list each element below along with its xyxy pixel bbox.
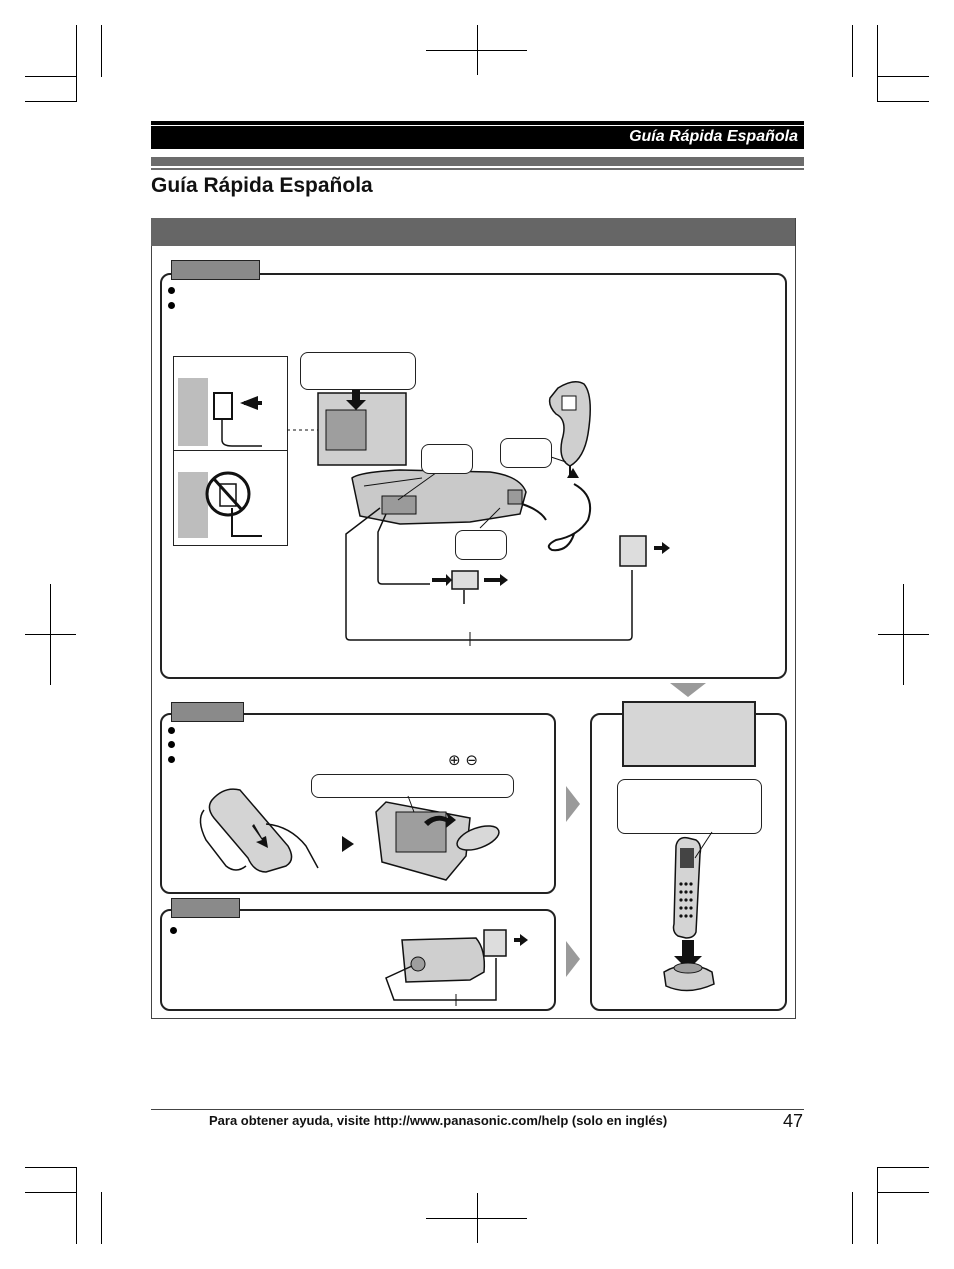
ac-adaptor-icon bbox=[483, 929, 507, 957]
footer-help-text: Para obtener ayuda, visite http://www.pa… bbox=[209, 1113, 668, 1128]
flow-arrow-right bbox=[566, 941, 580, 977]
corded-handset-icon bbox=[548, 381, 591, 467]
flow-arrow-down bbox=[670, 683, 706, 697]
page-number: 47 bbox=[783, 1111, 804, 1131]
bullet bbox=[168, 302, 175, 309]
callout-charging-indicator bbox=[617, 779, 762, 834]
footer-rule bbox=[151, 1109, 804, 1110]
running-header-title: Guía Rápida Española bbox=[629, 128, 798, 145]
charging-time-box bbox=[622, 701, 756, 767]
bullet bbox=[168, 287, 175, 294]
callout-hook-cord bbox=[300, 352, 416, 390]
prohibited-icon bbox=[205, 471, 251, 517]
bullet bbox=[168, 741, 175, 748]
connections-panel-tab bbox=[171, 260, 260, 280]
page-title: Guía Rápida Española bbox=[151, 174, 373, 197]
section-stripe bbox=[151, 157, 804, 166]
quick-guide-frame-header bbox=[151, 218, 795, 246]
flow-arrow-right bbox=[566, 786, 580, 822]
callout-power-jack bbox=[421, 444, 473, 474]
arrow-right-small-icon bbox=[342, 836, 354, 852]
bullet bbox=[168, 727, 175, 734]
callout-handset-jack bbox=[500, 438, 552, 468]
running-header-bar: Guía Rápida Española bbox=[151, 121, 804, 149]
ac-adaptor-icon bbox=[619, 535, 647, 567]
charger-panel-tab bbox=[171, 898, 240, 918]
bullet bbox=[168, 756, 175, 763]
charger-panel bbox=[160, 909, 556, 1011]
power-plug-icon bbox=[213, 392, 233, 420]
battery-panel-tab bbox=[171, 702, 244, 722]
section-stripe-thin bbox=[151, 168, 804, 170]
bullet bbox=[170, 927, 177, 934]
arrow-down-icon bbox=[674, 940, 702, 970]
battery-icon bbox=[456, 825, 500, 851]
callout-phone-line bbox=[455, 530, 507, 560]
charger-base-icon bbox=[401, 937, 486, 983]
handset-back-icon bbox=[208, 788, 293, 873]
battery-polarity-icons: ⊕ ⊖ bbox=[448, 751, 478, 769]
callout-battery-type bbox=[311, 774, 514, 798]
